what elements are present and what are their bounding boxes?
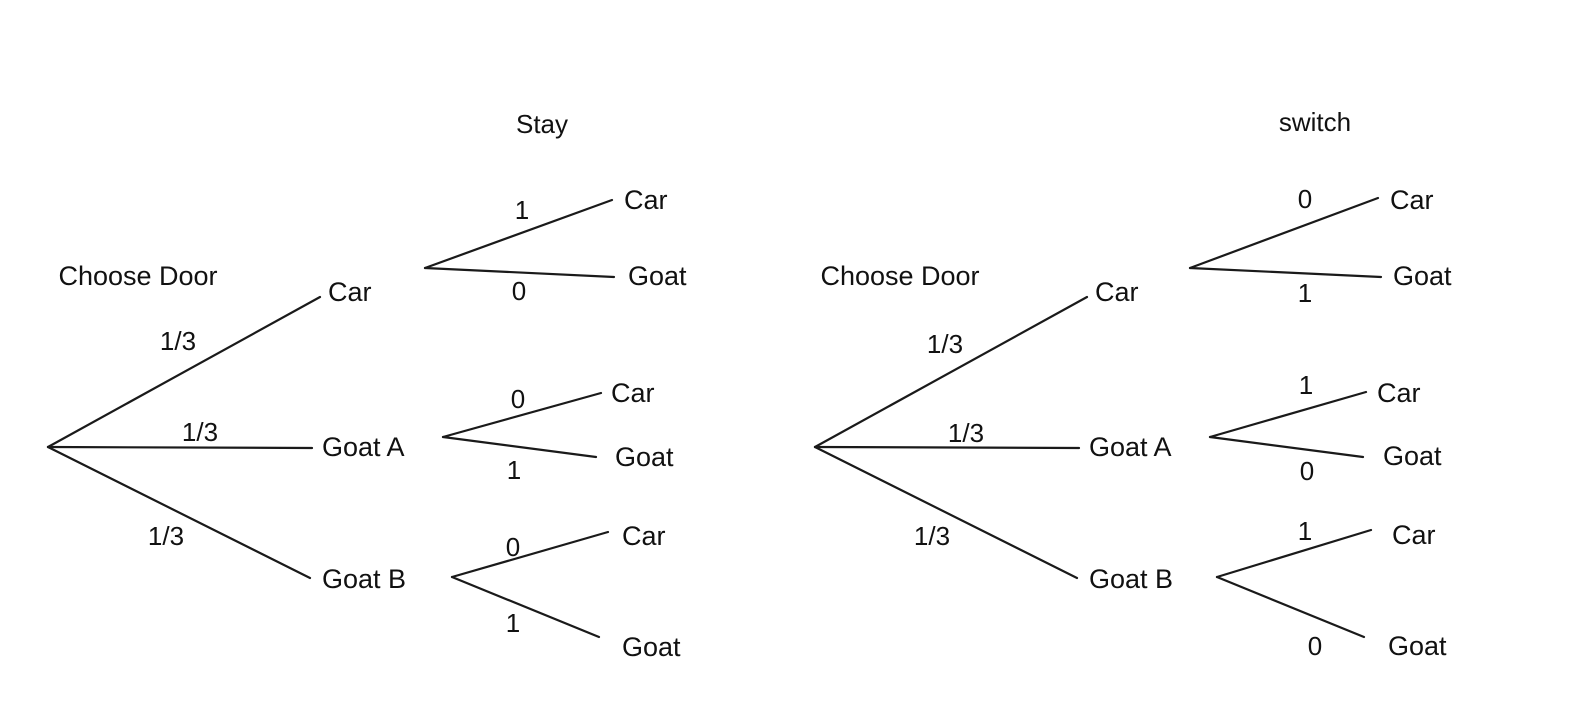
node-label-goat-a: Goat A: [1089, 432, 1172, 462]
probability-label: 1/3: [927, 329, 963, 359]
leaf-label-goat: Goat: [628, 261, 687, 291]
probability-label: 1: [1298, 278, 1312, 308]
branch-line: [450, 575, 601, 639]
branch-line: [1188, 196, 1380, 270]
probability-label: 1: [515, 195, 529, 225]
leaf-label-car: Car: [611, 378, 655, 408]
leaf-label-car: Car: [622, 521, 666, 551]
probability-label: 1: [1299, 370, 1313, 400]
branch-line: [1208, 390, 1368, 439]
leaf-label-goat: Goat: [615, 442, 674, 472]
branch-line: [423, 198, 614, 270]
leaf-label-car: Car: [1377, 378, 1421, 408]
branch-line: [1208, 435, 1365, 459]
branch-line: [441, 435, 598, 459]
leaf-label-car: Car: [1392, 520, 1436, 550]
probability-label: 1: [507, 455, 521, 485]
node-label-car: Car: [1095, 277, 1139, 307]
probability-label: 1/3: [948, 418, 984, 448]
probability-label: 1/3: [148, 521, 184, 551]
leaf-label-goat: Goat: [1393, 261, 1452, 291]
branch-line: [813, 445, 1079, 580]
node-label-goat-b: Goat B: [322, 564, 406, 594]
leaf-label-goat: Goat: [1383, 441, 1442, 471]
leaf-label-goat: Goat: [1388, 631, 1447, 661]
probability-label: 1/3: [914, 521, 950, 551]
branch-line: [46, 445, 314, 450]
leaf-label-car: Car: [1390, 185, 1434, 215]
leaf-label-car: Car: [624, 185, 668, 215]
stay-tree: Stay Choose Door 1/3 1/3 1/3 Car Goat A …: [46, 109, 687, 662]
stay-tree-title: Stay: [516, 109, 568, 139]
branch-line: [46, 295, 322, 449]
node-label-goat-b: Goat B: [1089, 564, 1173, 594]
branch-line: [1215, 528, 1373, 579]
probability-label: 0: [506, 532, 520, 562]
leaf-label-goat: Goat: [622, 632, 681, 662]
branch-line: [1215, 575, 1366, 639]
branch-line: [813, 295, 1089, 449]
probability-label: 1/3: [182, 417, 218, 447]
probability-label: 0: [511, 384, 525, 414]
probability-label: 0: [1308, 631, 1322, 661]
branch-line: [450, 530, 610, 579]
branch-line: [441, 391, 603, 439]
branch-line: [423, 266, 616, 279]
switch-choose-door-label: Choose Door: [820, 261, 979, 291]
probability-label: 1: [506, 608, 520, 638]
probability-label: 0: [1300, 456, 1314, 486]
branch-line: [813, 445, 1081, 450]
branch-line: [1188, 266, 1383, 279]
probability-label: 0: [512, 276, 526, 306]
stay-choose-door-label: Choose Door: [58, 261, 217, 291]
probability-label: 1/3: [160, 326, 196, 356]
branch-line: [46, 445, 312, 580]
switch-tree-title: switch: [1279, 107, 1351, 137]
node-label-goat-a: Goat A: [322, 432, 405, 462]
node-label-car: Car: [328, 277, 372, 307]
probability-label: 0: [1298, 184, 1312, 214]
probability-label: 1: [1298, 516, 1312, 546]
switch-tree: switch Choose Door 1/3 1/3 1/3 Car Goat …: [813, 107, 1452, 661]
